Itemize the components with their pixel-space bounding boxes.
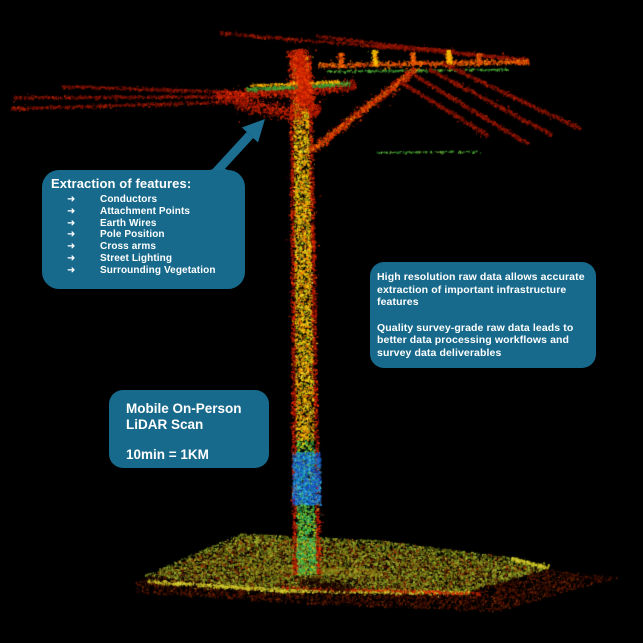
feature-label: Cross arms — [100, 241, 157, 253]
feature-list-item: ➜ Cross arms — [67, 241, 237, 253]
info-callout-box: High resolution raw data allows accurate… — [370, 262, 596, 368]
arrow-bullet-icon: ➜ — [67, 229, 76, 241]
feature-list-item: ➜ Conductors — [67, 194, 237, 206]
feature-list-item: ➜ Surrounding Vegetation — [67, 265, 237, 277]
features-title: Extraction of features: — [51, 176, 192, 191]
feature-label: Street Lighting — [100, 252, 173, 264]
info-paragraph-2: Quality survey-grade raw data leads to b… — [377, 321, 574, 359]
feature-list-item: ➜ Street Lighting — [67, 253, 237, 265]
arrow-bullet-icon: ➜ — [67, 205, 76, 217]
scan-stat: 10min = 1KM — [126, 447, 209, 462]
arrow-bullet-icon: ➜ — [67, 241, 76, 253]
feature-label: Earth Wires — [100, 217, 157, 229]
arrow-bullet-icon: ➜ — [67, 217, 76, 229]
arrow-bullet-icon: ➜ — [67, 194, 76, 205]
arrow-bullet-icon: ➜ — [67, 252, 76, 264]
feature-list-item: ➜ Earth Wires — [67, 218, 237, 230]
info-paragraph-1: High resolution raw data allows accurate… — [377, 271, 585, 309]
feature-list-item: ➜ Pole Position — [67, 229, 237, 241]
arrow-bullet-icon: ➜ — [67, 264, 76, 276]
scan-callout-box: Mobile On-Person LiDAR Scan 10min = 1KM — [109, 390, 269, 468]
scan-title: Mobile On-Person LiDAR Scan — [126, 401, 242, 432]
feature-label: Surrounding Vegetation — [100, 264, 216, 276]
features-list: ➜ Conductors ➜ Attachment Points ➜ Earth… — [50, 194, 237, 277]
feature-list-item: ➜ Attachment Points — [67, 206, 237, 218]
feature-label: Pole Position — [100, 229, 165, 241]
feature-label: Conductors — [100, 194, 158, 205]
feature-label: Attachment Points — [100, 205, 191, 217]
features-callout-box: Extraction of features: ➜ Conductors ➜ A… — [42, 170, 245, 289]
